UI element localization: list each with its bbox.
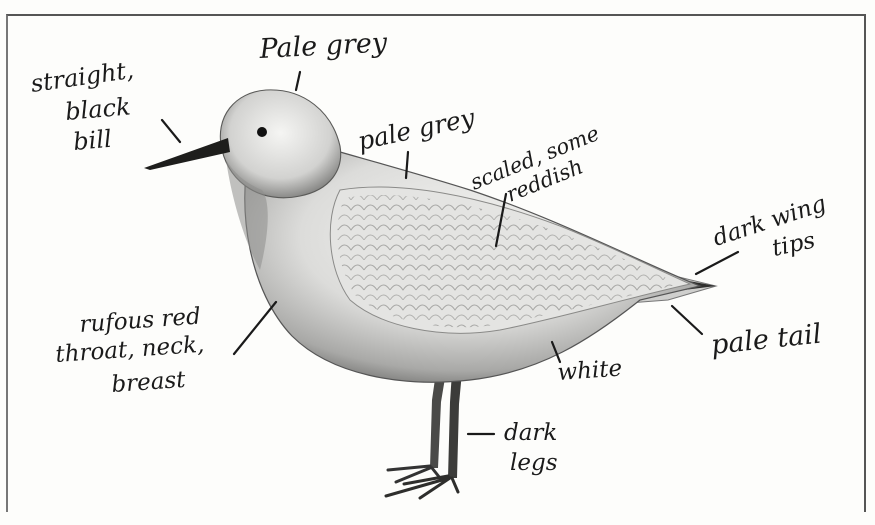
bird-bill (144, 138, 230, 170)
label-legs-2: legs (510, 450, 558, 476)
label-bill-3: bill (72, 125, 113, 156)
label-wingtips-2: tips (770, 227, 818, 261)
bird-legs (386, 372, 462, 498)
label-throat-2: throat, neck, (55, 332, 205, 368)
bird-eye (257, 127, 267, 137)
label-throat-3: breast (111, 367, 187, 398)
label-legs-1: dark (504, 420, 557, 446)
label-back: pale grey (355, 103, 478, 156)
label-bill-1: straight, (29, 56, 135, 98)
label-bill-2: black (64, 92, 132, 126)
label-belly: white (557, 356, 623, 386)
label-tail: pale tail (709, 319, 822, 361)
label-head: Pale grey (258, 27, 389, 65)
